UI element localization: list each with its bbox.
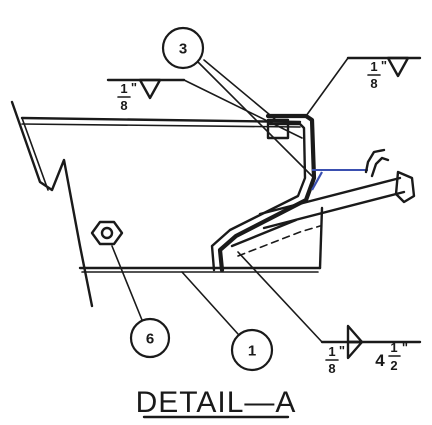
clip-block (266, 118, 290, 140)
plate-outline (10, 100, 324, 308)
balloon-6: 6 (111, 245, 171, 359)
balloon-3-label: 3 (179, 41, 187, 58)
hook (364, 148, 390, 178)
weld-br-len-den: 2 (390, 358, 397, 373)
weld-br-inch: " (339, 343, 345, 358)
balloon-3: 3 (161, 26, 313, 177)
bent-bracket (210, 113, 321, 273)
accent-mark (311, 171, 323, 191)
balloon-1: 1 (181, 271, 274, 372)
hex-nut (90, 220, 124, 246)
weld-tl-num: 1 (120, 81, 127, 96)
weld-tl-inch: " (131, 80, 137, 95)
detail-title: DETAIL—A (136, 386, 297, 419)
weld-tr-num: 1 (370, 59, 377, 74)
weld-br-num: 1 (328, 344, 335, 359)
weld-br-length: 4 (375, 351, 385, 370)
weld-br-len-num: 1 (390, 340, 397, 355)
balloon-1-label: 1 (248, 343, 256, 360)
weld-symbol-bottom-right: 1 8 " 4 1 2 " (237, 251, 422, 376)
weld-tl-den: 8 (120, 98, 127, 113)
weld-br-len-inch: " (402, 340, 408, 355)
weld-tr-den: 8 (370, 76, 377, 91)
bolt-shaft (258, 170, 416, 230)
weld-symbol-top-left: 1 8 " (106, 78, 303, 139)
weld-br-den: 8 (328, 361, 335, 376)
weld-symbol-top-right: 1 8 " (305, 56, 422, 117)
balloon-6-label: 6 (146, 331, 154, 348)
weld-tr-inch: " (381, 58, 387, 73)
